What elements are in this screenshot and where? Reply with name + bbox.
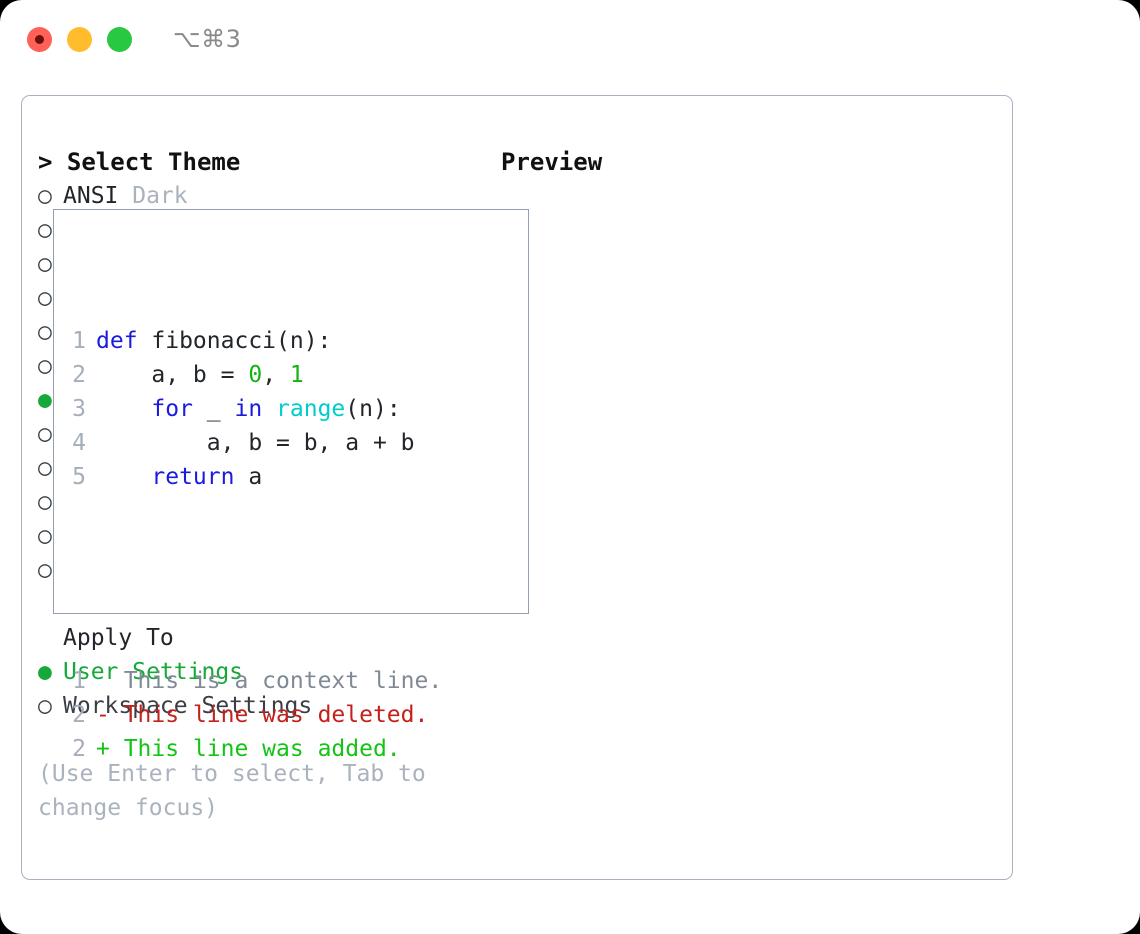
apply-to-item-label: User Settings bbox=[63, 659, 244, 685]
diff-text: This line was deleted. bbox=[123, 702, 429, 728]
radio-unselected-icon: ○ bbox=[38, 523, 52, 549]
theme-kind-badge: Dark bbox=[132, 183, 188, 209]
radio-unselected-icon: ○ bbox=[38, 217, 52, 243]
titlebar: ⌥⌘3 bbox=[0, 0, 1140, 78]
line-number: 2 bbox=[72, 362, 86, 388]
radio-unselected-icon: ○ bbox=[38, 251, 52, 277]
radio-selected-icon: ● bbox=[38, 659, 52, 685]
radio-unselected-icon: ○ bbox=[38, 489, 52, 515]
code-line: 1 def fibonacci(n): bbox=[62, 324, 442, 358]
apply-to-options[interactable]: ● User Settings ○ Workspace Settings bbox=[38, 655, 478, 723]
theme-name: ANSI bbox=[63, 183, 119, 209]
code-text: a, b = b, a + b bbox=[96, 426, 415, 460]
code-line: 3 for _ in range(n): bbox=[62, 392, 442, 426]
apply-to-item[interactable]: ○ Workspace Settings bbox=[38, 689, 478, 723]
apply-to-label: Apply To bbox=[63, 625, 174, 651]
code-text: a, b = 0, 1 bbox=[96, 358, 304, 392]
code-token: (n): bbox=[345, 396, 401, 422]
code-line: 4 a, b = b, a + b bbox=[62, 426, 442, 460]
code-token: range bbox=[276, 396, 346, 422]
code-token bbox=[262, 396, 276, 422]
theme-list-item[interactable]: ○ ANSI Dark bbox=[38, 179, 478, 213]
diff-line: 2 + This line was added. bbox=[62, 732, 442, 766]
code-token: a, b = b, a + b bbox=[96, 430, 415, 456]
radio-unselected-icon: ○ bbox=[38, 421, 52, 447]
code-token: _ bbox=[192, 396, 235, 422]
diff-marker: + bbox=[96, 736, 124, 762]
line-number: 4 bbox=[72, 430, 86, 456]
line-number: 5 bbox=[72, 464, 86, 490]
code-text: for _ in range(n): bbox=[96, 392, 401, 426]
code-token: a, b = bbox=[96, 362, 249, 388]
diff-line: 1 This is a context line. bbox=[62, 664, 442, 698]
shortcut-label: ⌥⌘3 bbox=[173, 25, 242, 53]
code-token: 0 bbox=[248, 362, 263, 388]
line-number: 3 bbox=[72, 396, 86, 422]
code-token bbox=[96, 464, 151, 490]
code-diff-spacer bbox=[62, 562, 442, 596]
diff-marker bbox=[96, 664, 124, 698]
radio-unselected-icon: ○ bbox=[38, 353, 52, 379]
line-number: 1 bbox=[72, 668, 86, 694]
diff-line: 2- This line was deleted. bbox=[62, 698, 442, 732]
line-number: 1 bbox=[72, 328, 86, 354]
code-line: 2 a, b = 0, 1 bbox=[62, 358, 442, 392]
code-token bbox=[96, 396, 151, 422]
diff-block: 1 This is a context line.2- This line wa… bbox=[62, 664, 442, 766]
diff-text: This is a context line. bbox=[123, 668, 443, 694]
radio-selected-icon: ● bbox=[38, 387, 52, 413]
apply-to-item-label: Workspace Settings bbox=[63, 693, 313, 719]
diff-text: This line was added. bbox=[123, 736, 401, 762]
code-text: def fibonacci(n): bbox=[96, 324, 331, 358]
close-button[interactable] bbox=[27, 26, 52, 52]
code-token: fibonacci(n): bbox=[137, 328, 332, 354]
code-token: for bbox=[151, 396, 193, 422]
radio-unselected-icon: ○ bbox=[38, 319, 52, 345]
diff-marker: - bbox=[96, 702, 124, 728]
apply-to-item[interactable]: ● User Settings bbox=[38, 655, 478, 689]
radio-unselected-icon: ○ bbox=[38, 557, 52, 583]
radio-unselected-icon: ○ bbox=[38, 285, 52, 311]
code-token: def bbox=[96, 328, 138, 354]
preview-title: Preview bbox=[501, 148, 603, 176]
keyboard-hint: (Use Enter to select, Tab to change focu… bbox=[38, 761, 440, 821]
line-number: 2 bbox=[72, 736, 86, 762]
radio-unselected-icon: ○ bbox=[38, 455, 52, 481]
code-token: in bbox=[234, 396, 263, 422]
minimize-button[interactable] bbox=[67, 26, 92, 52]
code-token: return bbox=[151, 464, 235, 490]
theme-name-spacer bbox=[118, 179, 132, 213]
main-panel: > Select Theme ○ANSI Dark○Atom One Dark○… bbox=[21, 95, 1013, 880]
code-line: 5 return a bbox=[62, 460, 442, 494]
code-text: return a bbox=[96, 460, 262, 494]
code-token: 1 bbox=[289, 362, 304, 388]
maximize-button[interactable] bbox=[107, 26, 132, 52]
radio-unselected-icon: ○ bbox=[38, 183, 52, 209]
page-title: > Select Theme bbox=[38, 148, 241, 176]
preview-column: Preview bbox=[501, 145, 991, 179]
line-number: 2 bbox=[72, 702, 86, 728]
radio-unselected-icon: ○ bbox=[38, 693, 52, 719]
code-token: a bbox=[234, 464, 263, 490]
code-token: , bbox=[262, 362, 290, 388]
